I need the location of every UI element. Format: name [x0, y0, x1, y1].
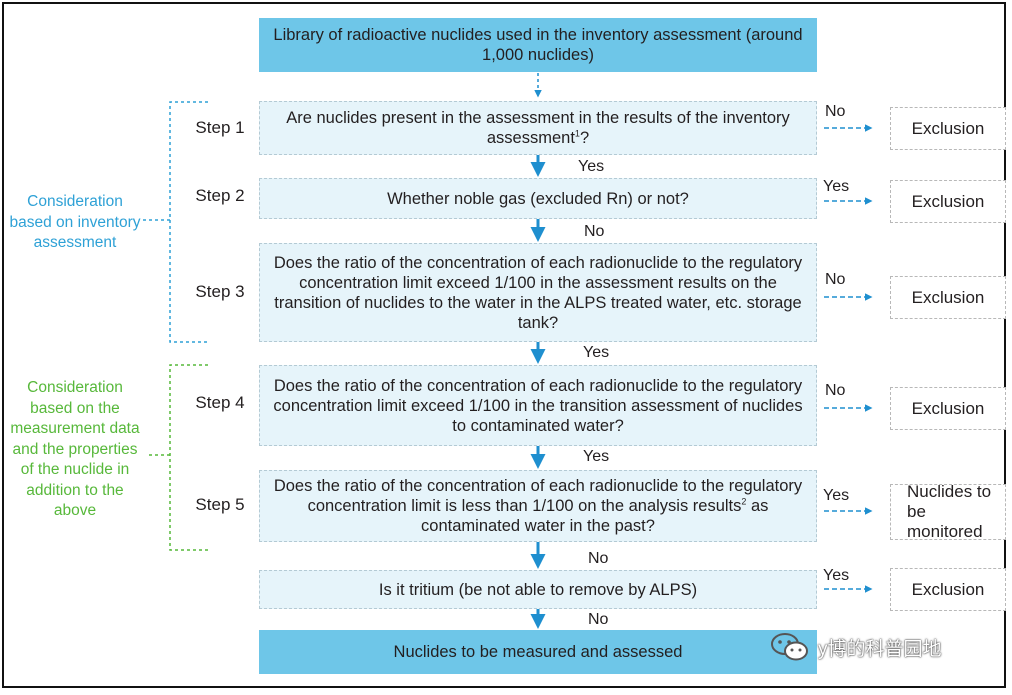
side-answer-tritium: Yes	[823, 567, 850, 584]
side-answer-step1: No	[825, 103, 846, 120]
final-box: Nuclides to be measured and assessed	[259, 630, 817, 674]
down-label-step1: Yes	[578, 158, 605, 175]
step-3-question: Does the ratio of the concentration of e…	[273, 253, 803, 332]
step-4-question-box: Does the ratio of the concentration of e…	[259, 365, 817, 446]
side-answer-step3: No	[825, 271, 846, 288]
step-1-question: Are nuclides present in the assessment i…	[286, 109, 790, 147]
tritium-question-box: Is it tritium (be not able to remove by …	[259, 570, 817, 609]
bracket-inventory	[140, 101, 208, 343]
step-2-question: Whether noble gas (excluded Rn) or not?	[387, 189, 689, 208]
group-label-inventory: Consideration based on inventory assessm…	[9, 193, 141, 251]
nuclide-library-text: Library of radioactive nuclides used in …	[273, 26, 803, 64]
side-answer-step4: No	[825, 382, 846, 399]
step-1-label: Step 1	[195, 118, 245, 137]
tritium-question: Is it tritium (be not able to remove by …	[378, 580, 698, 599]
final-text: Nuclides to be measured and assessed	[393, 643, 683, 661]
down-label-step5: No	[588, 550, 609, 567]
wechat-icon	[771, 633, 808, 661]
side-answer-step2: Yes	[823, 178, 850, 195]
bracket-measurement	[146, 364, 208, 551]
step-3-label: Step 3	[195, 282, 245, 301]
nuclide-library-box: Library of radioactive nuclides used in …	[259, 18, 817, 72]
outcome-step2: Exclusion	[890, 180, 1006, 223]
outcome-step3: Exclusion	[890, 276, 1006, 319]
side-answer-step5: Yes	[823, 487, 850, 504]
outcome-tritium: Exclusion	[890, 568, 1006, 611]
outcome-step1: Exclusion	[890, 107, 1006, 150]
step-2-label: Step 2	[195, 186, 245, 205]
outcome-step4: Exclusion	[890, 387, 1006, 430]
outcome-step5: Nuclides to be monitored	[890, 484, 1006, 540]
step-5-question-box: Does the ratio of the concentration of e…	[259, 470, 817, 542]
down-label-step4: Yes	[583, 448, 610, 465]
diagram-frame	[2, 2, 1006, 688]
step-3-question-box: Does the ratio of the concentration of e…	[259, 243, 817, 342]
step-4-question: Does the ratio of the concentration of e…	[273, 376, 803, 435]
step-1-question-box: Are nuclides present in the assessment i…	[259, 101, 817, 155]
watermark-text: y博的科普园地	[818, 638, 942, 660]
step-2-question-box: Whether noble gas (excluded Rn) or not?	[259, 178, 817, 219]
step-4-label: Step 4	[195, 393, 245, 412]
down-label-tritium: No	[588, 611, 609, 628]
step-5-question: Does the ratio of the concentration of e…	[273, 477, 803, 535]
step-5-label: Step 5	[195, 495, 245, 514]
down-label-step3: Yes	[583, 344, 610, 361]
group-label-measurement: Consideration based on the measurement d…	[10, 379, 140, 519]
down-label-step2: No	[584, 223, 605, 240]
watermark: y博的科普园地	[770, 632, 942, 662]
